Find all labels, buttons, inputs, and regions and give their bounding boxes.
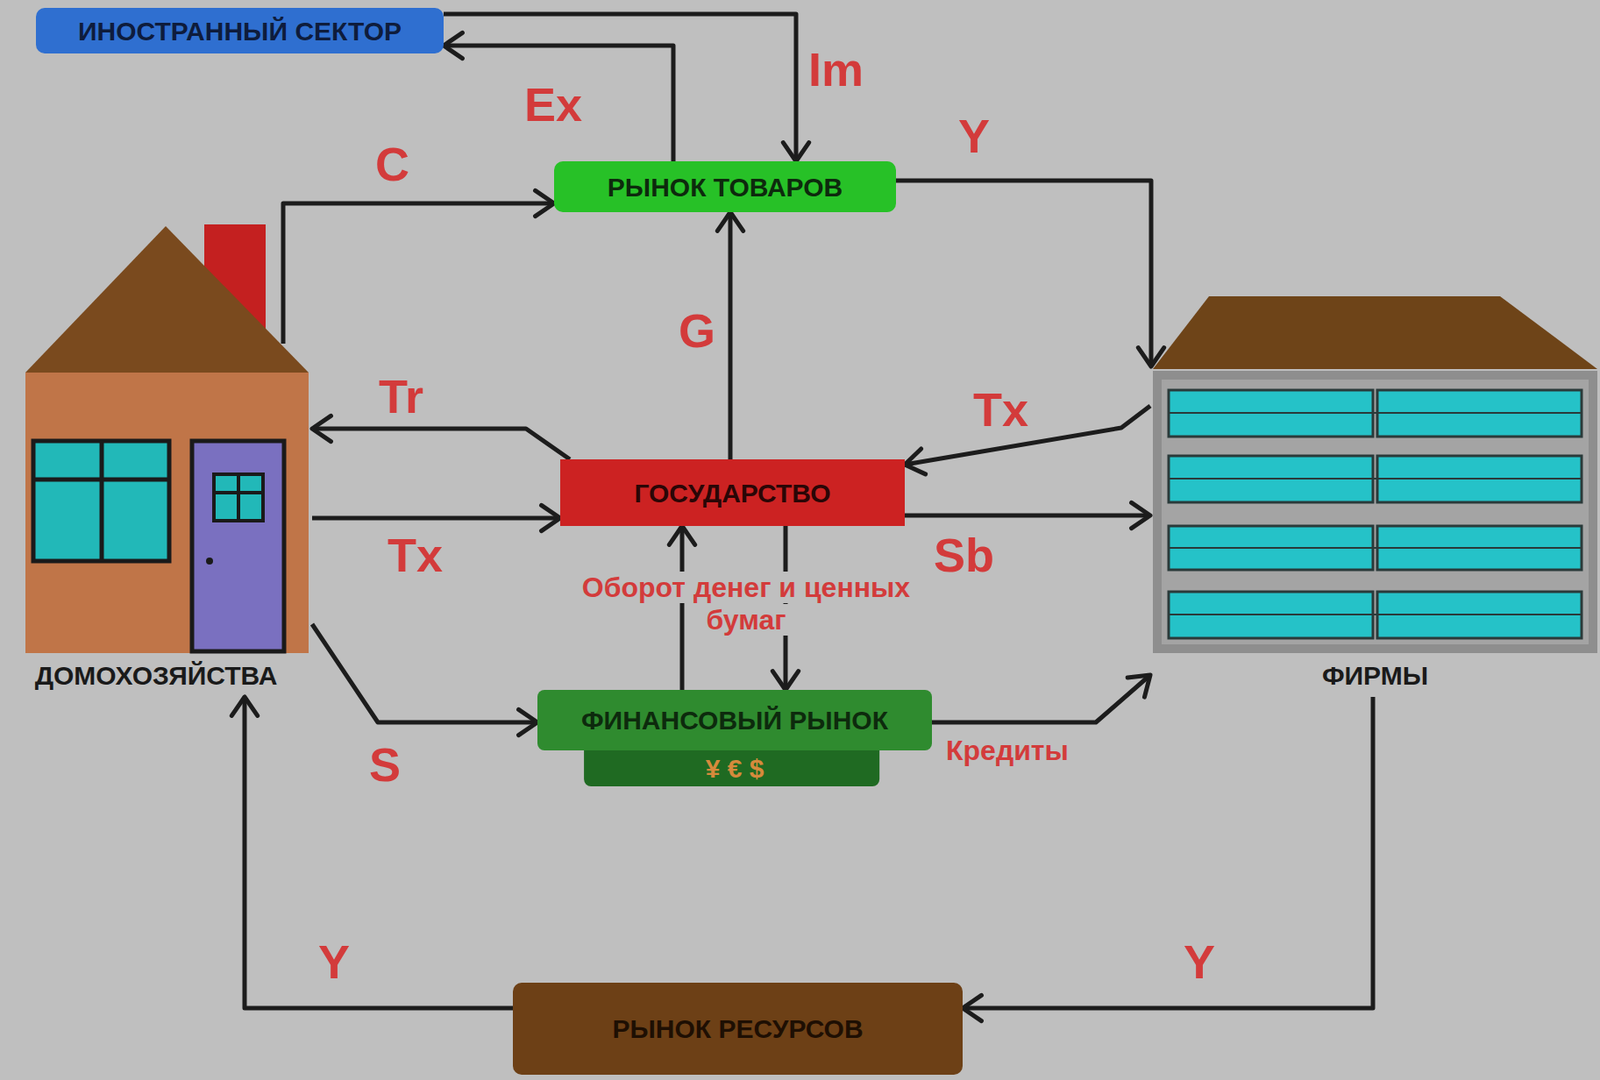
house-illustration <box>0 219 313 697</box>
flow-line <box>931 675 1151 723</box>
flow-arrow <box>283 190 555 344</box>
arrow-head <box>962 995 982 1021</box>
flow-arrow <box>896 180 1165 367</box>
arrow-head <box>1131 502 1151 528</box>
flow-line <box>312 516 561 521</box>
flow-arrow <box>668 526 695 690</box>
label-holder: S <box>367 740 403 789</box>
label-holder: Tr <box>376 372 426 420</box>
flow-label: Ex <box>522 78 584 131</box>
flow-label: Y <box>316 935 352 989</box>
flow-label: Im <box>806 42 866 96</box>
arrow-head <box>782 142 809 162</box>
flow-label: Sb <box>931 528 996 582</box>
flow-label: Y <box>956 109 992 163</box>
flow-label: Tr <box>376 369 426 423</box>
node-title: ФИРМЫ <box>1322 661 1429 690</box>
flow-arrow <box>231 696 513 1009</box>
flow-line <box>283 203 555 344</box>
flow-line <box>244 696 513 1009</box>
label-holder: Tx <box>971 385 1031 434</box>
flow-arrow <box>443 14 810 162</box>
flow-arrow <box>443 32 674 162</box>
arrow-head <box>668 526 695 545</box>
label-holder: Y <box>316 938 352 986</box>
flow-line <box>896 180 1152 367</box>
label-holder: Ex <box>522 80 584 128</box>
flow-arrow <box>717 212 743 460</box>
flow-label: Tx <box>385 528 445 582</box>
label-holder: Кредиты <box>944 734 1071 768</box>
flow-arrow <box>931 675 1151 723</box>
label-holder: G <box>676 306 718 355</box>
label-holder: Y <box>1181 938 1217 986</box>
households-node: ДОМОХОЗЯЙСТВА <box>0 219 313 697</box>
flow-line <box>904 513 1151 519</box>
flow-arrow <box>904 502 1151 528</box>
arrow-head <box>772 671 798 690</box>
node-title: ИНОСТРАННЫЙ СЕКТОР <box>78 16 402 46</box>
arrow-head <box>904 448 926 475</box>
flow-line <box>312 624 538 723</box>
flow-label: Кредиты <box>944 734 1071 767</box>
firms-node: ФИРМЫ <box>1150 289 1600 697</box>
node-title: ГОСУДАРСТВО <box>633 478 831 508</box>
node-title: РЫНОК ТОВАРОВ <box>607 172 843 202</box>
financial-market-box: ФИНАНСОВЫЙ РЫНОК¥ € $ <box>537 689 932 787</box>
label-holder: Tx <box>385 531 445 579</box>
label-holder: C <box>373 140 412 188</box>
arrow-head <box>717 212 743 231</box>
sector-box: ИНОСТРАННЫЙ СЕКТОР <box>35 7 444 54</box>
flow-arrow <box>312 415 570 460</box>
label-holder: Y <box>956 112 992 160</box>
arrow-head <box>231 696 257 716</box>
flow-arrow <box>312 504 561 531</box>
node-title: ФИНАНСОВЫЙ РЫНОК <box>581 689 889 751</box>
flow-label: G <box>676 304 718 357</box>
flow-line <box>312 428 570 460</box>
market-box: РЫНОК ТОВАРОВ <box>554 161 896 213</box>
arrow-head <box>443 32 463 58</box>
flow-arrow <box>312 624 538 736</box>
flow-label: S <box>367 738 403 791</box>
resource-market-box: РЫНОК РЕСУРСОВ <box>512 982 963 1075</box>
label-holder: Sb <box>931 531 996 579</box>
flow-line <box>443 14 797 162</box>
label-holder: Оборот денег и ценных бумаг <box>548 571 944 637</box>
flow-label: Tx <box>971 383 1031 436</box>
building-illustration <box>1150 289 1600 697</box>
flow-line <box>680 526 685 690</box>
government-box: ГОСУДАРСТВО <box>560 459 905 527</box>
arrow-head <box>541 504 561 531</box>
flow-label: C <box>373 137 412 191</box>
flow-line <box>443 45 674 162</box>
arrow-head <box>312 415 331 441</box>
flow-line <box>728 212 733 460</box>
arrow-head <box>519 709 538 735</box>
arrow-head <box>1127 675 1151 697</box>
arrow-head <box>535 190 555 216</box>
label-holder: Im <box>806 45 866 93</box>
node-title: ДОМОХОЗЯЙСТВА <box>35 661 278 690</box>
currency-symbols: ¥ € $ <box>705 750 765 787</box>
flow-label: Оборот денег и ценных бумаг <box>580 571 912 636</box>
flow-label: Y <box>1181 935 1217 989</box>
node-title: РЫНОК РЕСУРСОВ <box>611 1014 863 1044</box>
